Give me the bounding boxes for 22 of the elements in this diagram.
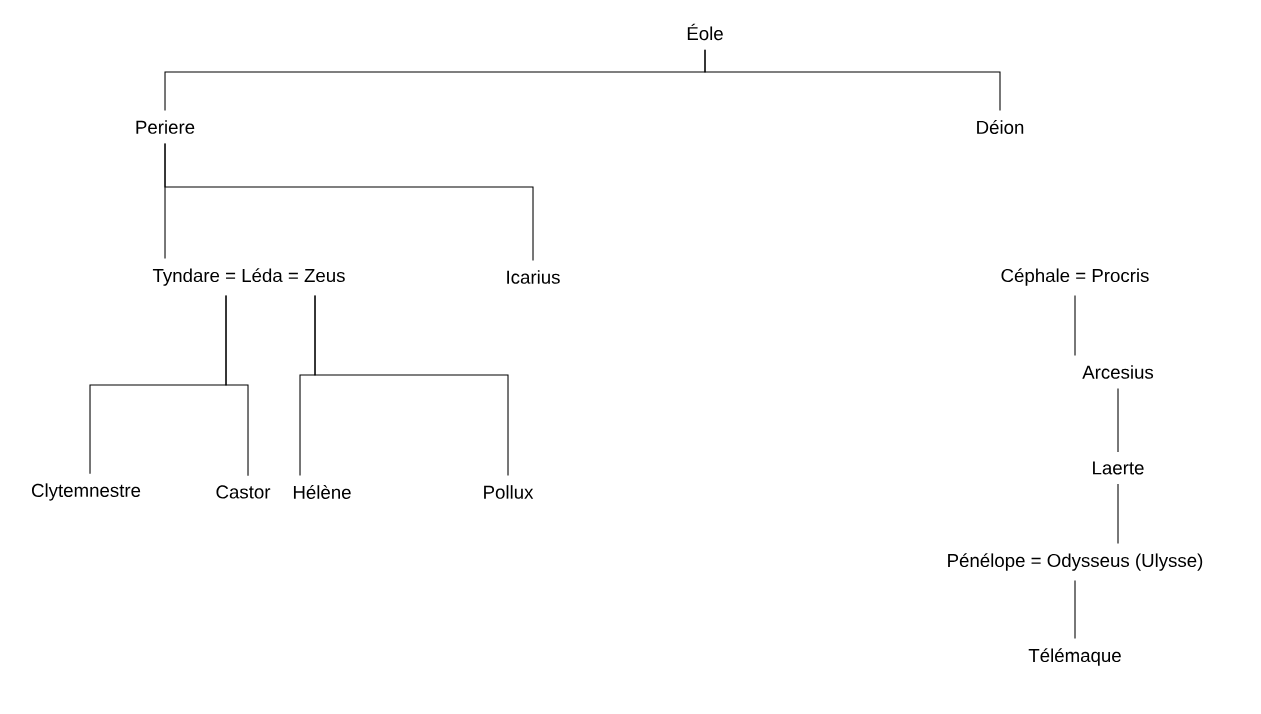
- name-label: Castor: [216, 485, 271, 499]
- family-line: [164, 142, 534, 262]
- family-line: [1074, 294, 1076, 357]
- name-label: Arcesius: [1082, 365, 1154, 379]
- name-label: Télémaque: [1028, 648, 1121, 666]
- name-label: Déion: [977, 120, 1024, 134]
- name-label: Pollux: [484, 485, 534, 499]
- family-line: [225, 294, 249, 477]
- name-label: Periere: [136, 120, 195, 134]
- family-line: [314, 294, 509, 477]
- family-line: [704, 49, 1001, 111]
- name-label: Éole: [687, 23, 723, 41]
- family-line: [1117, 387, 1119, 453]
- name-label: Hélène: [293, 485, 351, 499]
- name-label: Clytemnestre: [31, 483, 141, 501]
- name-label: Pénélope = Odysseus (Ulysse): [948, 553, 1203, 571]
- family-line: [1074, 579, 1076, 640]
- name-label: Céphale = Procris: [1001, 268, 1149, 286]
- name-label: Icarius: [507, 270, 560, 284]
- family-line: [1117, 483, 1119, 545]
- name-label: Tyndare = Léda = Zeus: [152, 268, 345, 286]
- name-label: Laerte: [1093, 461, 1144, 475]
